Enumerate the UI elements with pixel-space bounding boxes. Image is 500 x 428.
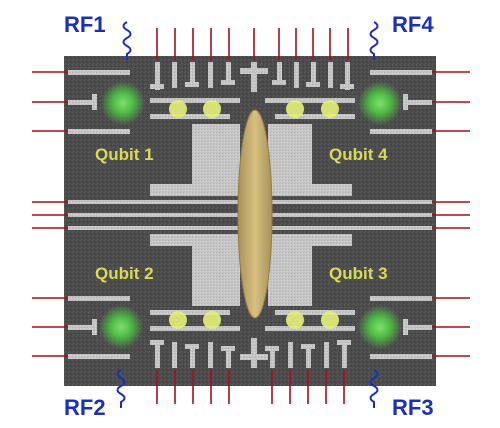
qubit-3-label: Qubit 3 — [329, 264, 388, 283]
qubit-4-label: Qubit 4 — [329, 145, 388, 164]
rf1-label: RF1 — [64, 12, 106, 37]
central-coupler-gate — [237, 109, 273, 319]
rf3-label: RF3 — [392, 395, 434, 420]
right-side-gates — [260, 70, 432, 359]
bottom-plunger-bars — [150, 310, 355, 331]
rf-squiggles — [116, 21, 379, 408]
qubit-1-label: Qubit 1 — [95, 145, 154, 164]
bottom-gate-leads — [156, 370, 345, 404]
qubit-2-label: Qubit 2 — [95, 264, 154, 283]
sensor-dot-3 — [358, 305, 402, 349]
sensor-dot-2 — [99, 305, 143, 349]
left-side-gates — [68, 70, 248, 359]
top-plunger-bars — [150, 98, 355, 119]
left-gate-leads — [32, 71, 70, 357]
qubit-dots — [169, 100, 339, 329]
rf2-label: RF2 — [64, 395, 106, 420]
sensor-dot-1 — [101, 81, 145, 125]
right-gate-leads — [430, 71, 470, 357]
rf4-label: RF4 — [392, 12, 434, 37]
bottom-gate-fingers — [150, 338, 351, 368]
sensor-dot-4 — [358, 81, 402, 125]
top-gate-fingers — [150, 62, 354, 92]
reservoir-gates — [150, 124, 352, 306]
top-gate-leads — [156, 28, 349, 60]
